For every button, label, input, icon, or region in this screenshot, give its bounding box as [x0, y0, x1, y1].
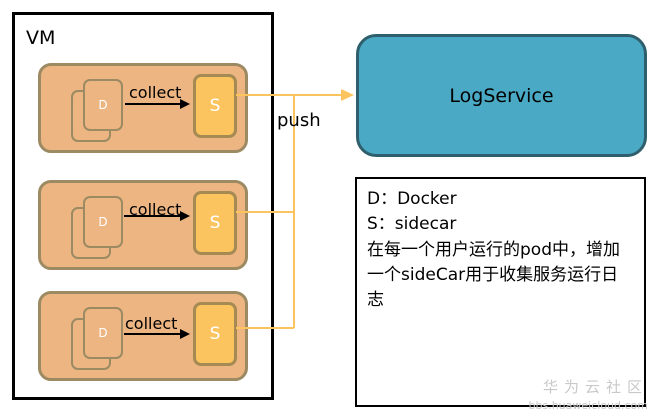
push-label: push — [277, 110, 321, 131]
sidecar: S — [193, 74, 237, 138]
docker-container: D — [83, 79, 123, 131]
pod-3: D collect S — [38, 291, 248, 381]
sidecar: S — [193, 191, 237, 255]
log-service-box: LogService — [356, 34, 647, 157]
collect-label: collect — [125, 314, 178, 333]
legend-docker: D：Docker — [367, 189, 457, 209]
legend-box: D：Docker S：sidecar 在每一个用户运行的pod中，增加一个sid… — [355, 177, 646, 407]
vm-label: VM — [26, 27, 56, 49]
docker-container: D — [83, 196, 123, 248]
pod-1: D collect S — [38, 63, 248, 153]
legend-sidecar: S：sidecar — [367, 214, 457, 234]
watermark-brand: 华为云社区 — [542, 378, 648, 396]
pod-2: D collect S — [38, 180, 248, 270]
docker-container: D — [83, 307, 123, 359]
log-service-label: LogService — [449, 84, 554, 107]
collect-label: collect — [129, 83, 182, 102]
watermark-url: bbs.huaweicloud.com — [528, 399, 648, 412]
sidecar: S — [193, 302, 237, 366]
legend-description: 在每一个用户运行的pod中，增加一个sideCar用于收集服务运行日志 — [367, 240, 620, 310]
push-lines — [236, 89, 354, 329]
collect-label: collect — [129, 200, 182, 219]
